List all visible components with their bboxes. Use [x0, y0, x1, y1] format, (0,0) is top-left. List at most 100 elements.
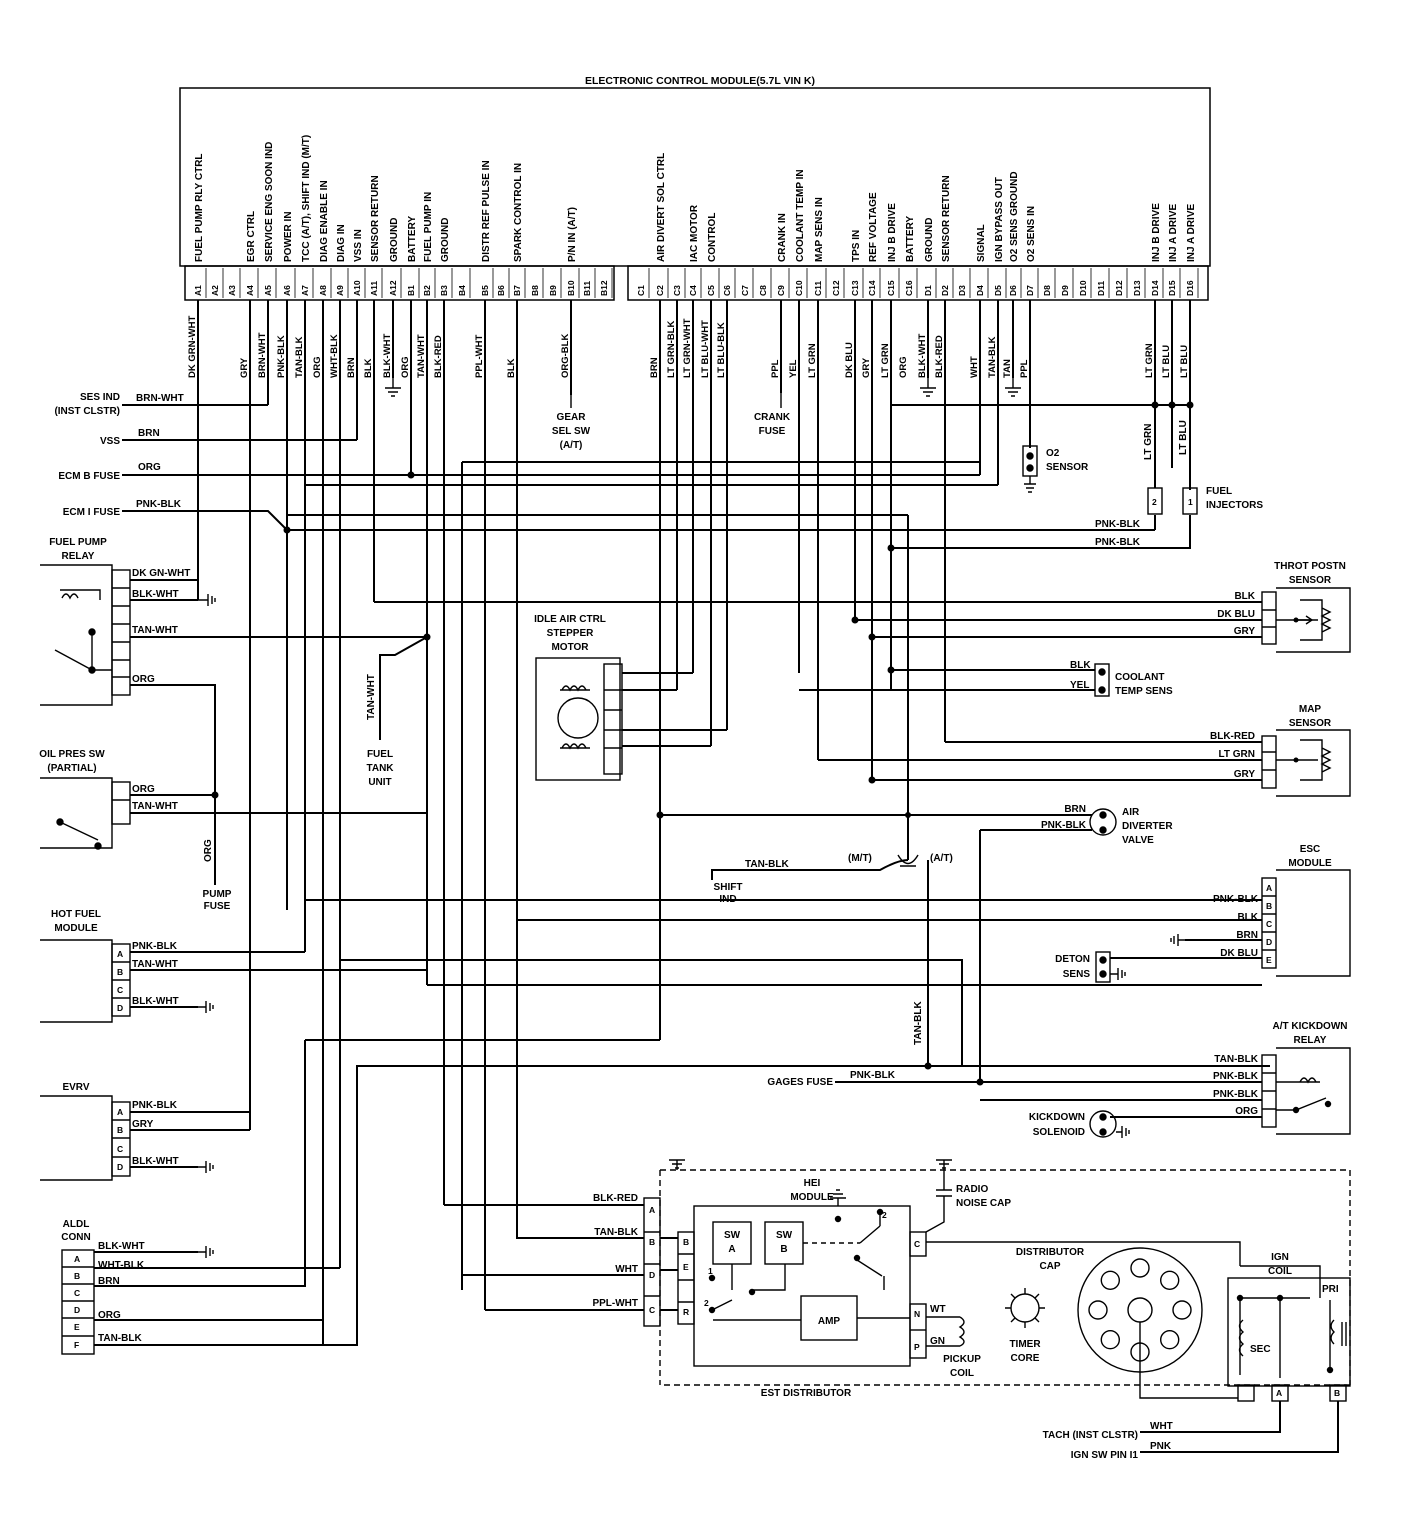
kds-label-2: SOLENOID — [1033, 1127, 1085, 1138]
wire-color-label: BLK — [363, 358, 374, 378]
pin-letter: C — [117, 985, 123, 995]
ecm-pin-c14: C14 — [867, 280, 877, 296]
ground-icon — [669, 1159, 685, 1170]
cap-terminal — [1159, 1329, 1180, 1350]
esc-label-1: ESC — [1300, 844, 1321, 855]
ecm-function-label: SENSOR RETURN — [370, 175, 381, 262]
pin-letter: R — [683, 1307, 689, 1317]
inj-label-1: FUEL — [1206, 486, 1232, 497]
center-text: GEAR SEL SW (A/T) CRANK FUSE IDLE AIR CT… — [534, 412, 953, 1088]
cap-terminal — [1172, 1300, 1192, 1320]
wire-color-label: YEL — [788, 359, 799, 378]
aldl-label-2: CONN — [61, 1232, 90, 1243]
ecm-pin-c2: C2 — [655, 285, 665, 296]
wire-color-label: PPL — [1019, 359, 1030, 378]
dist-cap-label-1: DISTRIBUTOR — [1016, 1247, 1085, 1258]
crank-fuse-label-2: FUSE — [759, 426, 786, 437]
ecm-pin-d2: D2 — [940, 285, 950, 296]
left-text: SES IND (INST CLSTR) BRN-WHT VSS BRN ECM… — [39, 392, 394, 1344]
inst-clstr-label: (INST CLSTR) — [54, 406, 120, 417]
ecm-pin-b7: B7 — [512, 285, 522, 296]
wire-color-label: WHT-BLK — [329, 334, 340, 378]
sw-b-label: SW — [776, 1230, 793, 1241]
ecm-function-label: TCC (A/T), SHIFT IND (M/T) — [301, 135, 312, 262]
ecm-pin-b6: B6 — [496, 285, 506, 296]
cap-terminal — [1100, 1329, 1121, 1350]
ground-icon — [198, 1246, 214, 1258]
pin-letter: A — [117, 949, 123, 959]
kd-wire-1: TAN-BLK — [1214, 1054, 1258, 1065]
ecm-pin-d10: D10 — [1078, 280, 1088, 296]
ecm-function-label: GROUND — [389, 218, 400, 262]
pin-letter: B — [1334, 1388, 1340, 1398]
ecm-function-label: POWER IN — [283, 211, 294, 262]
radio-label-2: NOISE CAP — [956, 1198, 1011, 1209]
ev-wire-1: PNK-BLK — [132, 1100, 178, 1111]
at-label: (A/T) — [930, 853, 953, 864]
distributor-cap-terminals — [1088, 1258, 1192, 1362]
radio-label-1: RADIO — [956, 1184, 988, 1195]
wire-color-label: BLK — [506, 358, 517, 378]
oil-pressure-switch — [40, 777, 131, 850]
ecm-pin-c15: C15 — [886, 280, 896, 296]
wire-color-label: BLK-RED — [934, 335, 945, 378]
al-wire-5: TAN-BLK — [98, 1333, 142, 1344]
oil-pres-label: OIL PRES SW — [39, 749, 105, 760]
coolant-temp-sensor — [1094, 663, 1110, 697]
hot-fuel-label-2: MODULE — [54, 923, 98, 934]
lt-grn-vertical: LT GRN — [1143, 424, 1154, 460]
pri-label: PRI — [1322, 1284, 1339, 1295]
w-gn: GN — [930, 1336, 945, 1347]
ign-coil-label-1: IGN — [1271, 1252, 1289, 1263]
kd-label-2: RELAY — [1294, 1035, 1327, 1046]
wire-color-label: ORG — [312, 356, 323, 378]
ecm-function-label: INJ B DRIVE — [1151, 203, 1162, 262]
ecm-function-label: IGN BYPASS OUT — [994, 177, 1005, 262]
map-wire-3: GRY — [1234, 769, 1256, 780]
wire-color-label: TAN-WHT — [416, 334, 427, 378]
pin-letter: B — [117, 1125, 123, 1135]
deton-label-1: DETON — [1055, 954, 1090, 965]
ign-sw-label: IGN SW PIN I1 — [1071, 1450, 1139, 1461]
w-tan-blk: TAN-BLK — [594, 1227, 638, 1238]
pin-letter: F — [74, 1340, 79, 1350]
ecm-function-label: GROUND — [440, 218, 451, 262]
ecm-pin-d13: D13 — [1132, 280, 1142, 296]
ecm-pin-d8: D8 — [1042, 285, 1052, 296]
pickup-label-1: PICKUP — [943, 1354, 981, 1365]
pin-letter: B — [683, 1237, 689, 1247]
iac-wires — [622, 672, 727, 747]
map-sensor — [1261, 729, 1351, 797]
gages-fuse-label: GAGES FUSE — [767, 1077, 833, 1088]
ecm-pin-c7: C7 — [740, 285, 750, 296]
ecm-i-fuse-label: ECM I FUSE — [63, 507, 121, 518]
fuel-pump-relay-label: FUEL PUMP — [49, 537, 107, 548]
ecm-pin-d14: D14 — [1150, 280, 1160, 296]
mt-at-jumper — [897, 854, 919, 867]
pnk-blk-2: PNK-BLK — [1095, 537, 1141, 548]
radio-noise-cap — [925, 1159, 952, 1233]
ses-ind-label: SES IND — [80, 392, 120, 403]
est-label: EST DISTRIBUTOR — [761, 1388, 852, 1399]
ecm-i-wire-label: PNK-BLK — [136, 499, 182, 510]
tan-wht-vertical-label: TAN-WHT — [366, 674, 377, 720]
map-wire-1: BLK-RED — [1210, 731, 1255, 742]
sec-label: SEC — [1250, 1344, 1271, 1355]
pin-letter: B — [1266, 901, 1272, 911]
ground-icon — [198, 594, 216, 606]
esc-pins: AB CD E — [1266, 883, 1272, 965]
w-wt: WT — [930, 1304, 946, 1315]
ecm-pin-b5: B5 — [480, 285, 490, 296]
pin-letter: A — [1266, 883, 1272, 893]
ecm-pin-b11: B11 — [582, 281, 592, 296]
ecm-pin-a7: A7 — [300, 285, 310, 296]
ev-wire-3: BLK-WHT — [132, 1156, 179, 1167]
ops-wire-2: TAN-WHT — [132, 801, 178, 812]
wire-color-label: LT GRN-WHT — [682, 318, 693, 378]
ses-wire-label: BRN-WHT — [136, 393, 184, 404]
ecm-pin-a6: A6 — [282, 285, 292, 296]
pump-fuse-label-1: PUMP — [203, 889, 232, 900]
org-vertical-label: ORG — [203, 839, 214, 862]
